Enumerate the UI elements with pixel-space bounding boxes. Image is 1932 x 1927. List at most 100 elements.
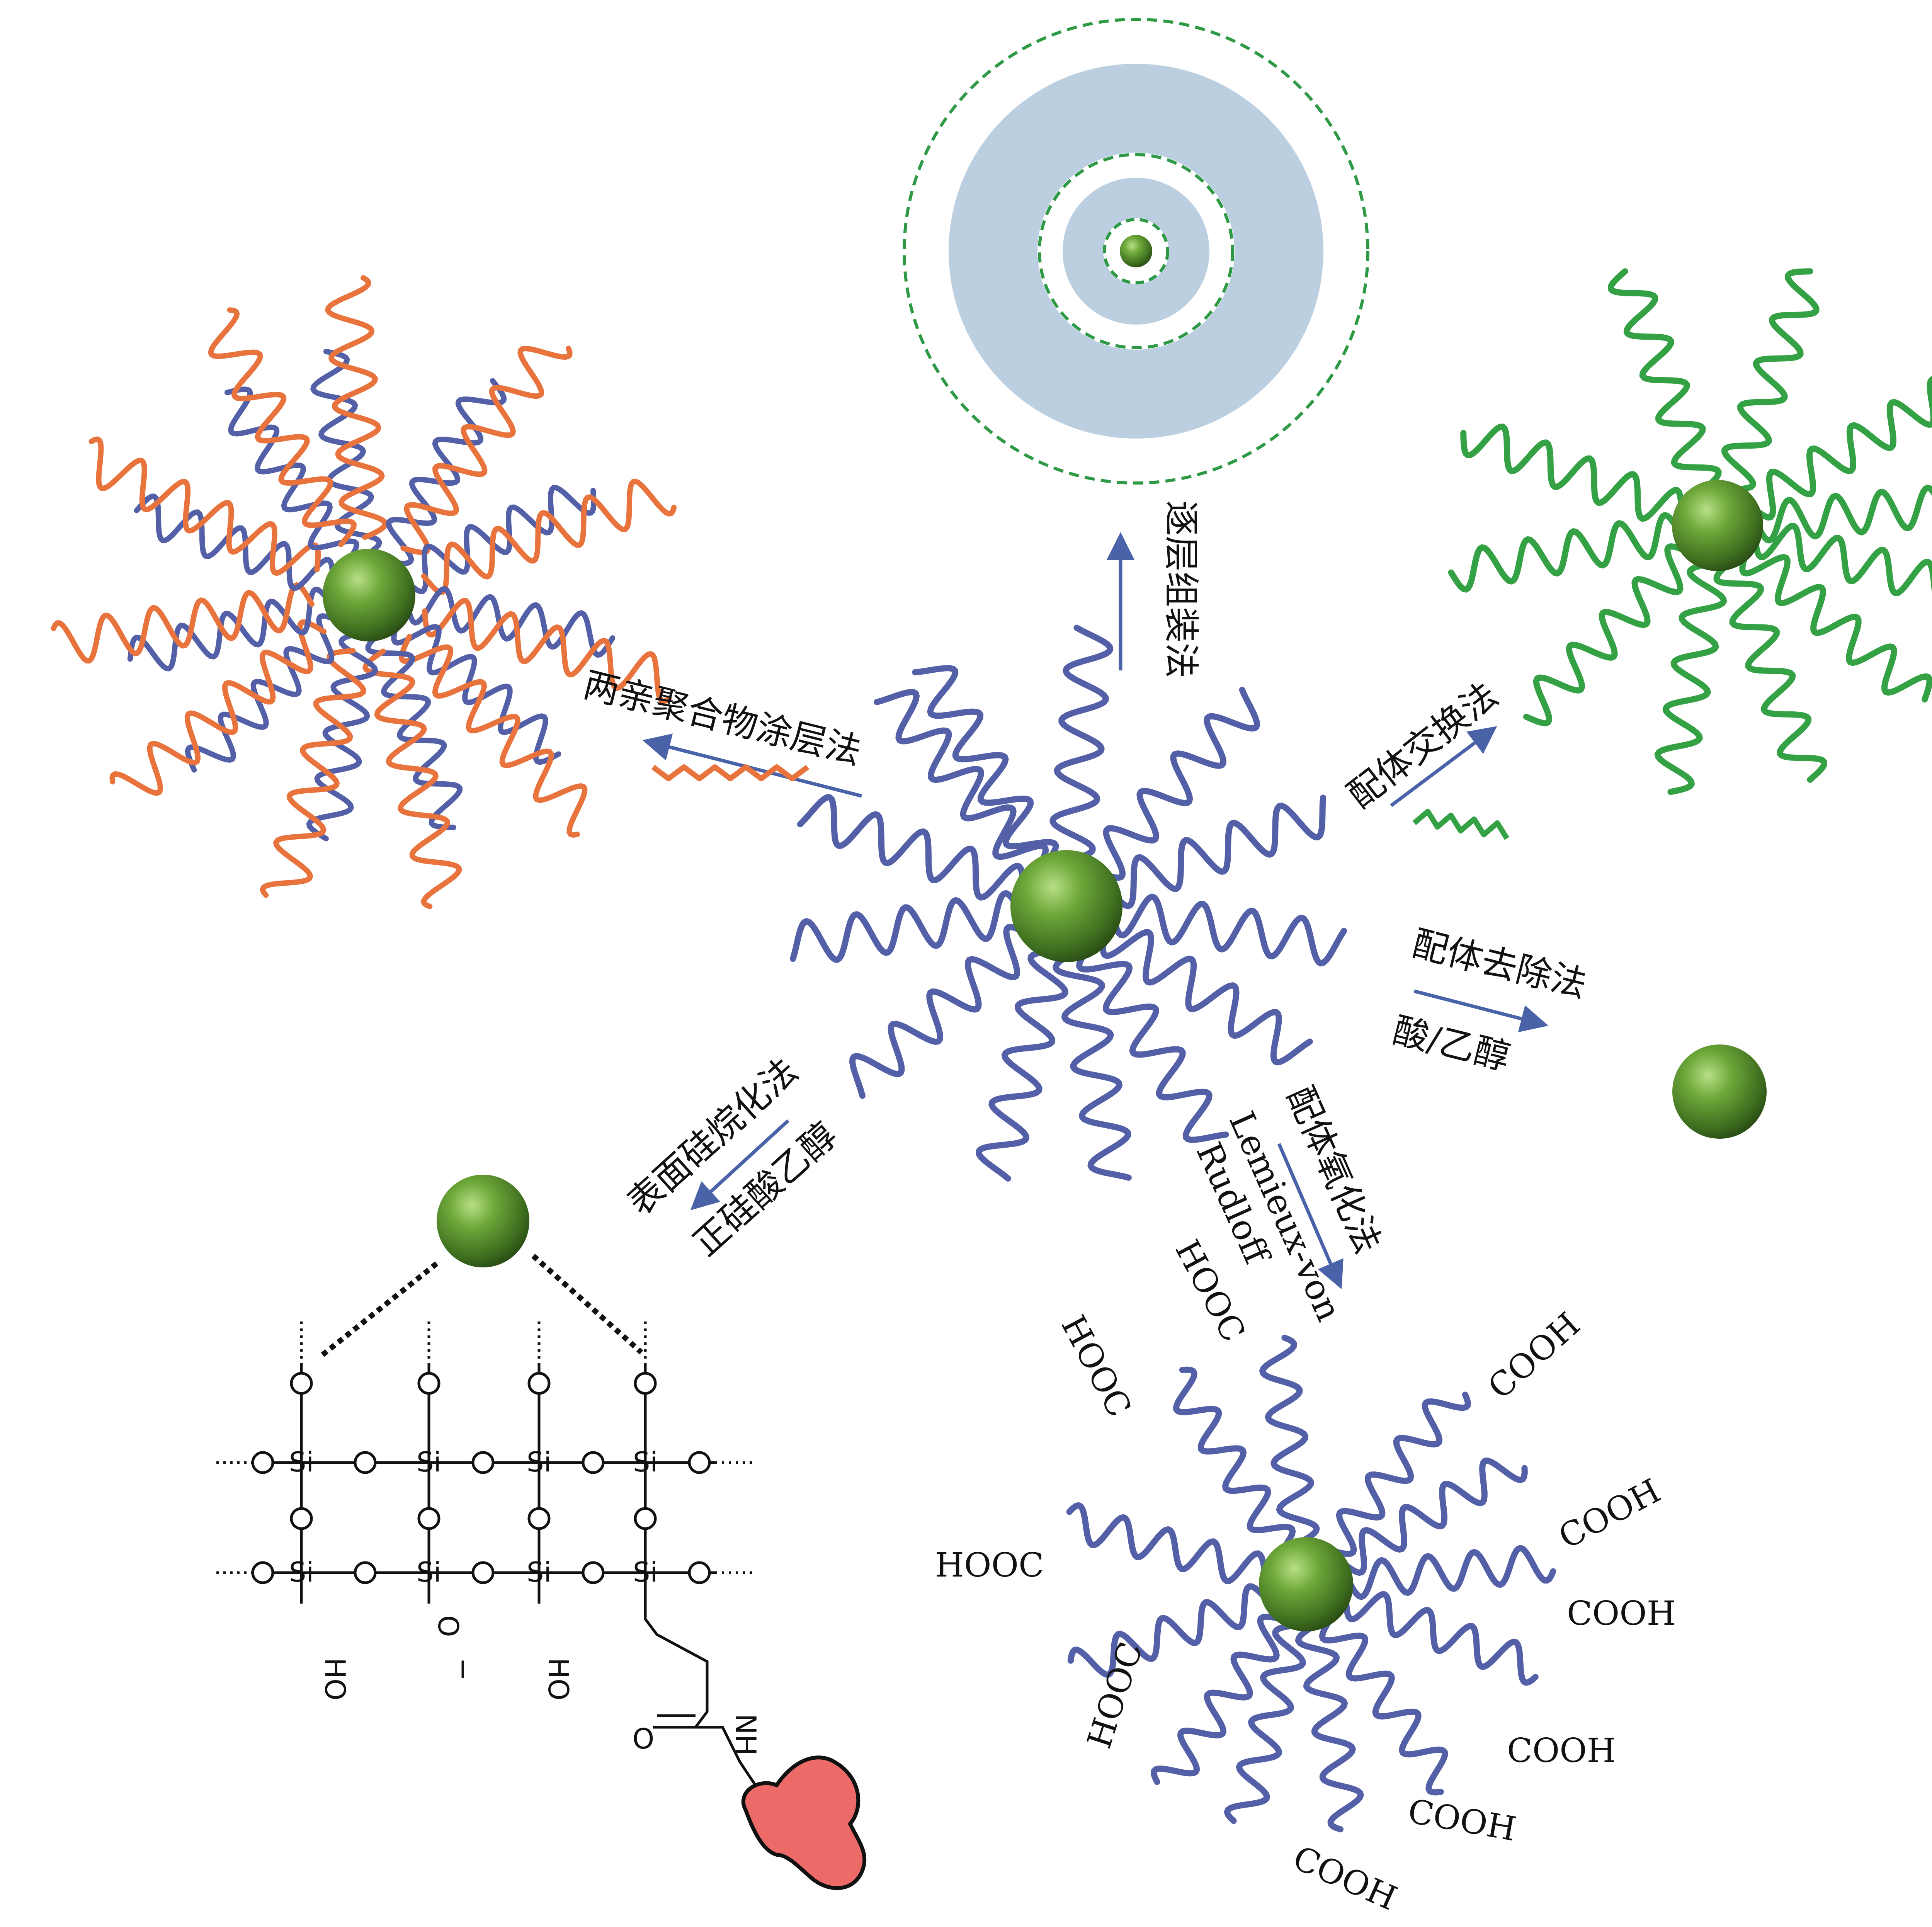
- tether-right: [531, 1253, 643, 1355]
- si-atom: Si: [633, 1446, 658, 1478]
- oxygen-atom: [251, 1451, 274, 1474]
- oxygen-atom: [290, 1372, 313, 1395]
- ligand-chain: [1173, 1366, 1296, 1551]
- antibody-icon: [741, 1755, 867, 1890]
- hydroxyl-group: HO: [542, 1658, 575, 1701]
- ligand-exchange-label: 配体交换法: [1340, 674, 1505, 816]
- ligand-chain: [1295, 1623, 1364, 1833]
- ligand-chain: [185, 613, 345, 773]
- amphiphilic-label: 两亲聚合物涂层法: [580, 664, 866, 773]
- center-ligand-shell: [790, 624, 1347, 1182]
- si-atom: Si: [289, 1556, 314, 1588]
- anion-charge: −: [447, 1658, 480, 1681]
- ligand-chain: [401, 485, 597, 594]
- silanization-arrow: [690, 1119, 790, 1211]
- ligand-chain: [404, 586, 616, 658]
- oxidized-ligand-shell: [1066, 1335, 1556, 1833]
- polymer-chain: [51, 582, 315, 664]
- polymer-chain: [208, 307, 357, 547]
- ligand-chain: [1752, 522, 1932, 597]
- carboxyl-label: COOH: [1287, 1839, 1402, 1918]
- oxygen-atom: [417, 1507, 440, 1530]
- polymer-chain: [398, 634, 588, 838]
- ligand-chain: [1319, 1616, 1448, 1796]
- ligand-chain: [1094, 687, 1260, 881]
- amide-oxygen: O: [633, 1723, 655, 1755]
- ligand-chain: [1151, 1614, 1285, 1785]
- hydroxyl-group: HO: [319, 1658, 351, 1701]
- ligand-chain: [306, 630, 378, 842]
- oxygen-atom: [471, 1561, 495, 1584]
- ligand-chain: [127, 587, 335, 672]
- oxygen-atom: [688, 1451, 711, 1474]
- ligand-chain: [224, 386, 359, 566]
- ligand-removal-label: 配体去除法: [1408, 923, 1591, 1006]
- ligand-chain: [1460, 423, 1684, 522]
- ligand-chain: [1448, 512, 1683, 593]
- ligand-chain: [1066, 1502, 1268, 1584]
- ligand-chain: [849, 924, 1034, 1099]
- ligand-chain: [391, 617, 561, 765]
- oxygen-atom: [417, 1372, 440, 1395]
- ligand-chain: [912, 665, 1059, 869]
- si-atom: Si: [289, 1446, 314, 1478]
- carboxyl-label: COOH: [1507, 1731, 1616, 1770]
- ligand-chain: [1654, 560, 1727, 795]
- ligand-removal-arrow: [1413, 989, 1549, 1032]
- silica-network: Si Si Si Si Si Si Si Si HO O − HO O NH: [216, 1253, 867, 1890]
- carboxyl-label: COOH: [1405, 1792, 1519, 1849]
- ligand-chain: [1107, 794, 1327, 909]
- si-atom: Si: [527, 1556, 551, 1588]
- oxygen-atom: [582, 1451, 605, 1474]
- carboxyl-label: COOH: [1567, 1594, 1676, 1633]
- ligand-chain: [1053, 949, 1132, 1181]
- ligand-chain: [1523, 543, 1694, 726]
- ligand-oxidation-arrow: [1277, 1143, 1344, 1289]
- ligand-chain: [1076, 942, 1229, 1143]
- oxygen-atom: [634, 1372, 657, 1395]
- oxygen-atom: [471, 1451, 495, 1474]
- polymer-chain: [421, 478, 677, 595]
- ligand-chain: [1343, 1591, 1539, 1686]
- ligand-chain: [1100, 927, 1313, 1066]
- ligand-chain: [1224, 1622, 1306, 1824]
- amide-nitrogen: NH: [730, 1714, 762, 1755]
- silanized-nanoparticle: [437, 1175, 529, 1267]
- exchanged-nanoparticle: [1672, 480, 1763, 571]
- polymer-chain: [88, 436, 321, 576]
- oxygen-atom: [290, 1507, 313, 1530]
- linker-chain: [644, 1573, 757, 1786]
- ligand-chain: [386, 378, 507, 566]
- ligand-chain: [874, 689, 1049, 874]
- silica-lattice: [216, 1322, 757, 1786]
- ligand-chain: [1753, 485, 1932, 544]
- tether-left: [319, 1261, 439, 1359]
- polymer-chain: [109, 619, 327, 796]
- amphiphilic-polymer-icon: [651, 764, 810, 781]
- oxidized-nanoparticle: [1259, 1537, 1353, 1631]
- carboxyl-label: COOH: [1481, 1305, 1587, 1407]
- layer-by-layer-label: 逐层组装法: [1160, 500, 1202, 678]
- center-nanoparticle: [1010, 850, 1122, 962]
- oxygen-atom: [251, 1561, 274, 1584]
- polymer-chain: [325, 275, 388, 540]
- core-particle: [1120, 235, 1152, 267]
- ligand-chain: [1259, 1335, 1320, 1545]
- ligand-exchange-icon: [1412, 809, 1509, 840]
- si-atom: Si: [527, 1446, 551, 1478]
- layer-by-layer-particle: [903, 18, 1369, 485]
- oxygen-atom: [527, 1372, 551, 1395]
- ligand-chain: [1713, 559, 1828, 783]
- oxygen-atom: [354, 1561, 377, 1584]
- oxide-anion: O: [432, 1615, 464, 1637]
- ligand-chain: [1739, 547, 1932, 702]
- oxygen-atom: [634, 1507, 657, 1530]
- ligand-chain: [1109, 893, 1347, 966]
- ligand-chain: [1340, 1458, 1528, 1576]
- oxygen-atom: [688, 1561, 711, 1584]
- polymer-chain: [260, 648, 366, 898]
- ligand-chain: [1607, 268, 1722, 492]
- carboxyl-label: HOOC: [1080, 1638, 1150, 1753]
- oxygen-atom: [527, 1507, 551, 1530]
